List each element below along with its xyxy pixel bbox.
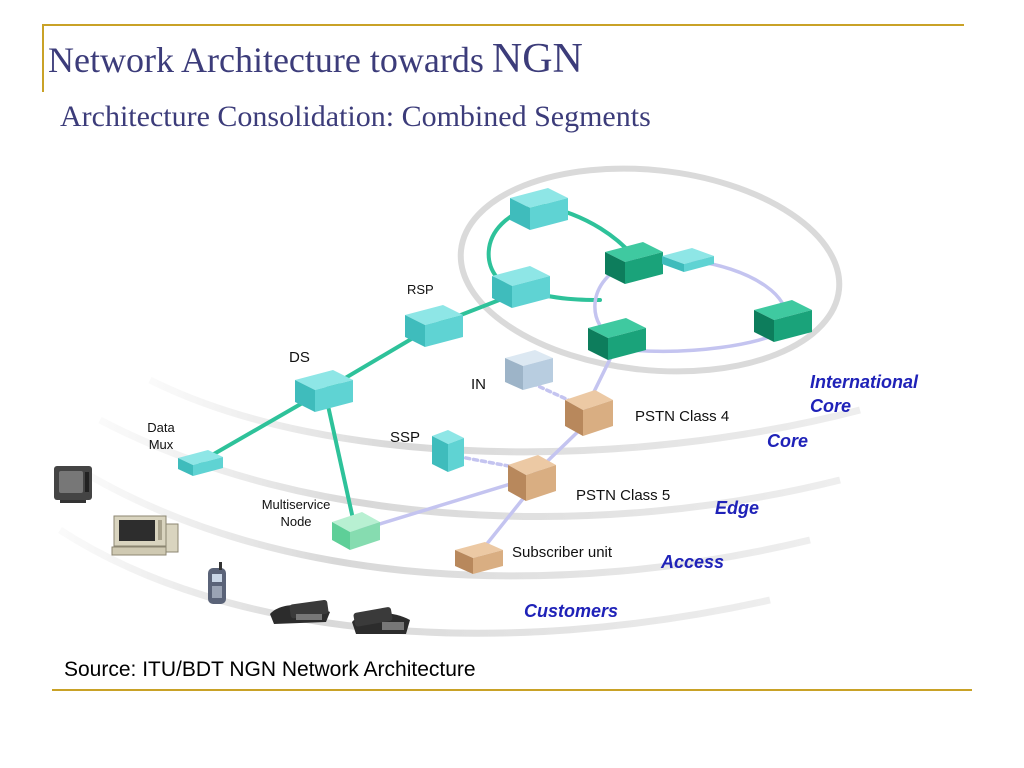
label-subscriber: Subscriber unit [512, 544, 613, 561]
label-pstn5: PSTN Class 5 [576, 487, 670, 504]
tv-icon [54, 466, 92, 503]
international-core-ring [457, 165, 843, 375]
link-ds-multiservice [323, 390, 357, 530]
node-ds [295, 370, 353, 412]
label-pstn4: PSTN Class 4 [635, 408, 729, 425]
label-multiservice-2: Node [280, 514, 311, 529]
node-data-mux [178, 450, 223, 476]
title-main: Network Architecture towards [48, 40, 484, 80]
desk-phone-icon [270, 599, 330, 624]
mobile-phone-icon [208, 562, 226, 604]
node-pstn5 [508, 455, 556, 501]
node-in [505, 350, 553, 390]
label-rsp: RSP [407, 282, 434, 297]
label-in: IN [471, 376, 486, 393]
left-rule [42, 24, 44, 92]
label-ds: DS [289, 349, 310, 366]
label-ssp: SSP [390, 429, 420, 446]
segment-arcs [58, 165, 861, 637]
bottom-rule [52, 689, 972, 691]
node-core-hub [492, 266, 550, 308]
source-note: Source: ITU/BDT NGN Network Architecture [64, 658, 476, 681]
label-international-core: Core [810, 396, 851, 416]
node-intl-1 [605, 242, 663, 284]
label-multiservice-1: Multiservice [262, 497, 331, 512]
node-subscriber [455, 542, 503, 574]
title-ngn: NGN [491, 36, 583, 82]
node-intl-3 [588, 318, 646, 360]
label-core: Core [767, 431, 808, 451]
node-ssp [432, 430, 464, 472]
computer-icon [111, 515, 179, 556]
link-pstn5-multiservice [358, 476, 532, 532]
label-access: Access [660, 552, 724, 572]
node-multiservice [332, 512, 380, 550]
node-rsp [405, 305, 463, 347]
top-rule [42, 24, 964, 26]
label-international: International [810, 372, 919, 392]
arc-access [78, 466, 811, 580]
arc-core [148, 376, 861, 456]
desk-phone-icon-2 [352, 607, 410, 634]
label-edge: Edge [715, 498, 759, 518]
node-core-top [510, 188, 568, 230]
node-pstn4 [565, 390, 613, 436]
node-intl-4 [754, 300, 812, 342]
label-data-mux-2: Mux [149, 437, 174, 452]
label-customers: Customers [524, 601, 618, 621]
node-intl-2 [662, 248, 714, 272]
label-data-mux-1: Data [147, 420, 175, 435]
slide-subtitle: Architecture Consolidation: Combined Seg… [60, 100, 651, 133]
